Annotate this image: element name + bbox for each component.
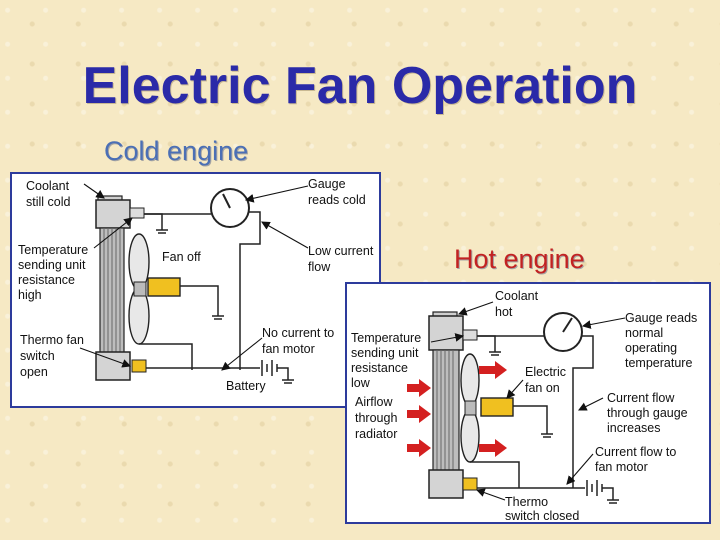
fan bbox=[460, 353, 480, 463]
wiring bbox=[470, 335, 619, 504]
temperature-sending-unit bbox=[129, 207, 145, 219]
slide-title: Electric Fan Operation bbox=[82, 57, 638, 115]
airflow-arrow-icon bbox=[479, 361, 507, 379]
airflow-arrow-icon bbox=[479, 439, 507, 457]
leader-lines bbox=[79, 183, 309, 371]
fan bbox=[128, 233, 150, 345]
airflow-arrow-icon bbox=[407, 379, 431, 397]
hot-engine-subtitle: Hot engine bbox=[454, 244, 585, 274]
label-battery: Battery bbox=[226, 379, 266, 393]
airflow-arrow-icon bbox=[407, 439, 431, 457]
label-fan-off: Fan off bbox=[162, 250, 201, 264]
leader-lines bbox=[430, 301, 626, 501]
thermo-fan-switch bbox=[131, 359, 147, 373]
gauge-needle bbox=[222, 193, 231, 209]
wiring bbox=[139, 211, 294, 384]
temperature-sending-unit bbox=[462, 329, 478, 341]
cold-engine-subtitle: Cold engine bbox=[104, 136, 249, 166]
thermo-switch bbox=[462, 477, 478, 491]
airflow-arrow-icon bbox=[407, 405, 431, 423]
gauge-needle bbox=[562, 317, 573, 333]
fan-motor bbox=[480, 397, 514, 417]
airflow-arrows bbox=[407, 361, 507, 457]
fan-motor bbox=[147, 277, 181, 297]
radiator bbox=[428, 311, 464, 499]
